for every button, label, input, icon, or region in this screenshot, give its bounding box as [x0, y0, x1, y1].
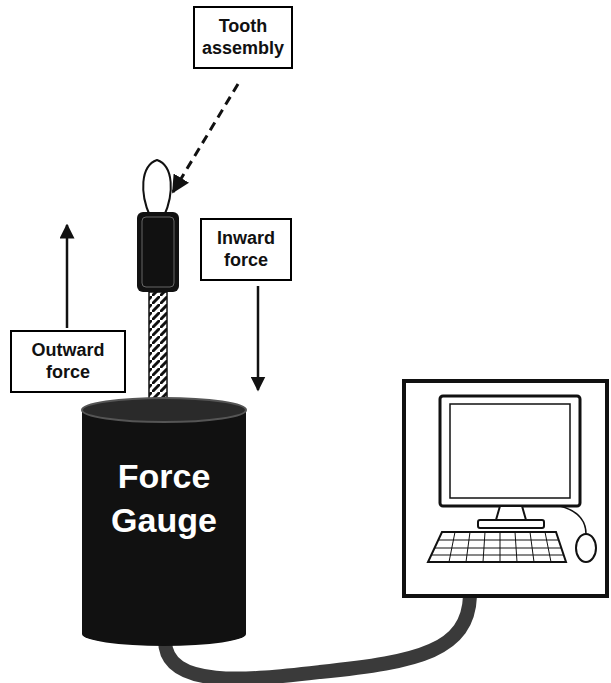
label-text: Tooth assembly — [202, 16, 284, 59]
monitor — [440, 396, 580, 506]
screen — [450, 404, 570, 498]
screw — [149, 292, 167, 402]
keyboard-keys — [431, 532, 563, 562]
keyboard — [428, 532, 566, 562]
label-text: Inward force — [210, 228, 282, 271]
force-arrow — [66, 225, 69, 328]
force-gauge: Force Gauge — [80, 396, 248, 648]
cylinder-top — [82, 398, 246, 422]
leader-arrow — [173, 84, 238, 192]
tooth-holder — [142, 217, 174, 287]
mouse-cord — [560, 506, 586, 534]
label-text: Outward force — [20, 340, 116, 383]
mouse — [576, 534, 596, 562]
callout-box: Inward force — [200, 218, 292, 281]
monitor-stand — [496, 506, 526, 520]
force-arrow — [257, 286, 260, 390]
tooth-holder — [137, 212, 179, 292]
monitor-base — [478, 520, 544, 528]
callout-box: Outward force — [10, 330, 126, 393]
label-text: Force Gauge — [80, 454, 248, 542]
tooth — [143, 160, 171, 216]
callout-box: Tooth assembly — [193, 6, 293, 69]
computer-frame — [404, 381, 607, 596]
